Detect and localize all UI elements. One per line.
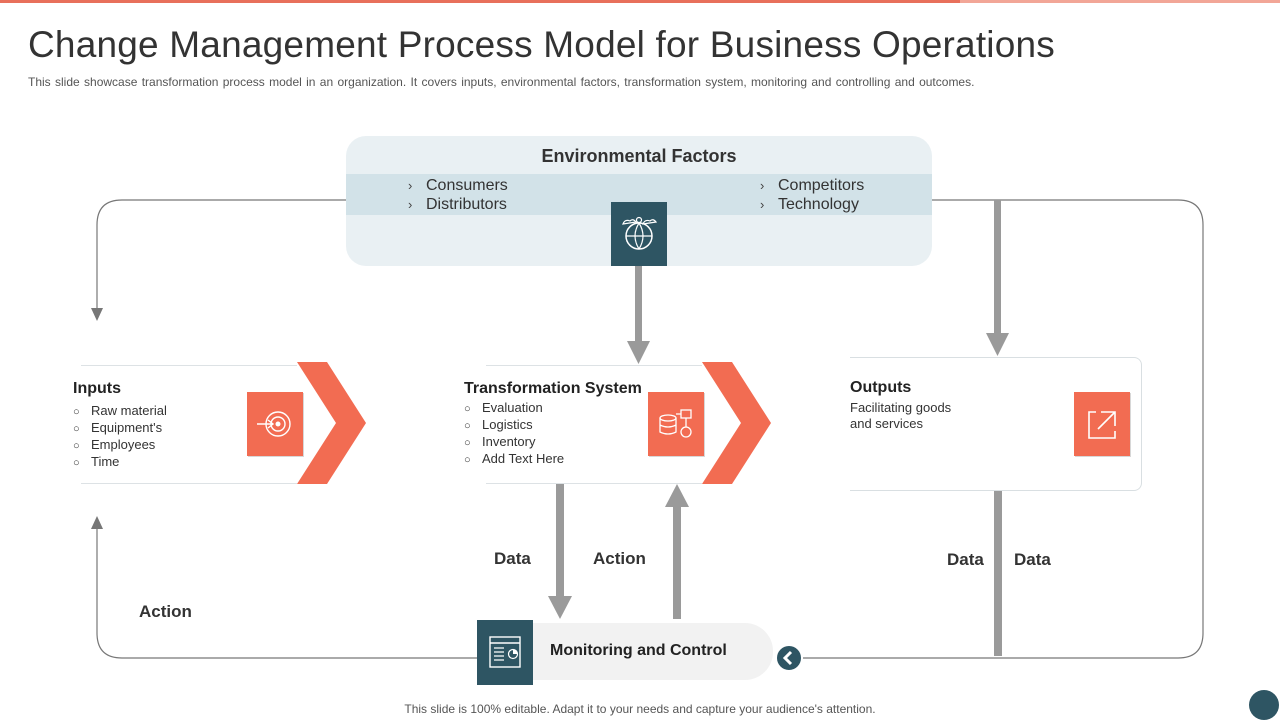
list-item: ○Evaluation (464, 400, 543, 415)
chevron-right-icon: › (408, 197, 413, 212)
inputs-chevron (297, 362, 366, 484)
circle-bullet-icon: ○ (73, 457, 80, 469)
loop-arrow-up (91, 516, 103, 529)
inputs-title: Inputs (73, 380, 121, 397)
outputs-description: Facilitating goods and services (850, 400, 951, 432)
data-label: Data (947, 550, 984, 569)
circle-bullet-icon: ○ (464, 437, 471, 449)
page-subtitle: This slide showcase transformation proce… (28, 75, 975, 89)
list-item: ○Logistics (464, 417, 533, 432)
data-label: Data (1014, 550, 1051, 569)
chevron-right-icon: › (408, 178, 413, 193)
transformation-list: ○Evaluation ○Logistics ○Inventory ○Add T… (464, 400, 564, 468)
list-item: ○Add Text Here (464, 451, 565, 466)
top-accent-bar (0, 0, 960, 3)
circle-bullet-icon: ○ (73, 440, 80, 452)
env-to-transform-arrow (627, 341, 650, 364)
inputs-list: ○Raw material ○Equipment's ○Employees ○T… (73, 403, 167, 471)
circle-bullet-icon: ○ (73, 406, 80, 418)
chevron-right-icon: › (760, 178, 765, 193)
loop-arrow-down (91, 308, 103, 321)
circle-bullet-icon: ○ (464, 454, 471, 466)
env-item: ›Competitors (760, 177, 865, 194)
earth-weather-icon (611, 202, 667, 266)
env-item: ›Technology (760, 196, 859, 213)
list-item: ○Employees (73, 437, 156, 452)
transformation-title: Transformation System (464, 380, 642, 397)
env-list-right: ›Competitors ›Technology (760, 176, 864, 214)
monitoring-panel (533, 623, 773, 680)
database-network-icon (648, 392, 704, 456)
circle-bullet-icon: ○ (464, 420, 471, 432)
outer-loop-right (803, 199, 1204, 659)
outputs-title: Outputs (850, 379, 912, 396)
env-list-left: ›Consumers ›Distributors (408, 176, 508, 214)
double-chevron-left-icon (782, 650, 793, 666)
environmental-factors-title: Environmental Factors (541, 146, 737, 166)
action-up-arrow (665, 484, 689, 507)
env-item: ›Distributors (408, 196, 507, 213)
page-title: Change Management Process Model for Busi… (28, 24, 1055, 65)
external-link-icon (1074, 392, 1130, 456)
chevron-right-icon: › (760, 197, 765, 212)
target-arrow-icon (247, 392, 303, 456)
list-item: ○Inventory (464, 434, 536, 449)
dashboard-report-icon (477, 620, 533, 685)
list-item: ○Raw material (73, 403, 167, 418)
footer-note: This slide is 100% editable. Adapt it to… (404, 702, 876, 716)
data-down-arrow (548, 596, 572, 619)
outputs-description-line: Facilitating goods (850, 400, 952, 415)
circle-bullet-icon: ○ (73, 423, 80, 435)
action-label: Action (139, 602, 192, 621)
outer-loop-bottom-left (96, 528, 477, 659)
corner-dot (1249, 690, 1279, 720)
monitoring-label: Monitoring and Control (550, 642, 727, 659)
action-label: Action (593, 549, 646, 568)
top-accent-bar-light (960, 0, 1280, 3)
list-item: ○Equipment's (73, 420, 163, 435)
env-item: ›Consumers (408, 177, 508, 194)
circle-bullet-icon: ○ (464, 403, 471, 415)
list-item: ○Time (73, 454, 120, 469)
outputs-description-line: and services (850, 416, 923, 431)
data-label: Data (494, 549, 531, 568)
env-to-outputs-arrow (986, 333, 1009, 356)
outer-loop-left (96, 199, 346, 312)
back-nav-button[interactable] (775, 644, 803, 672)
transform-chevron (702, 362, 771, 484)
